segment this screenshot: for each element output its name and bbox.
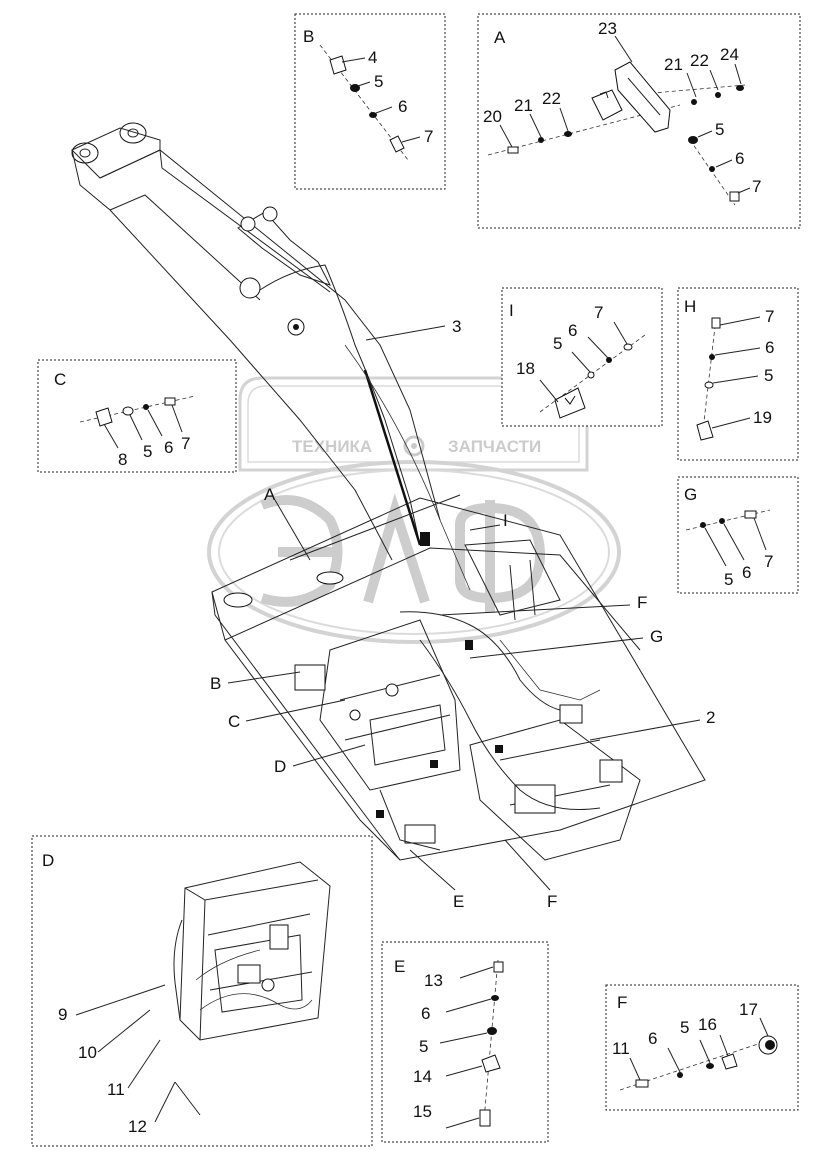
box-A-label-23: 23 — [598, 19, 617, 38]
box-A-label-21-left: 21 — [514, 96, 533, 115]
detail-box-B: B 4 5 6 7 — [294, 13, 446, 190]
box-E-title: E — [394, 957, 405, 976]
box-A-label-21-right: 21 — [664, 55, 683, 74]
box-G-label-5: 5 — [724, 570, 733, 589]
box-H-label-7: 7 — [765, 307, 774, 326]
watermark-left-text: ТЕХНИКА — [292, 437, 372, 456]
box-E-label-13: 13 — [424, 971, 443, 990]
box-A-label-22-right: 22 — [690, 51, 709, 70]
box-H-title: H — [684, 297, 696, 316]
callout-F-lower: F — [547, 892, 557, 911]
box-I-title: I — [509, 301, 514, 320]
box-F-label-11: 11 — [612, 1039, 630, 1058]
box-I-label-7: 7 — [594, 303, 603, 322]
box-F-label-5: 5 — [680, 1018, 689, 1037]
upper-frame — [211, 494, 706, 861]
box-C-label-7: 7 — [181, 434, 190, 453]
box-B-label-2: 5 — [374, 72, 383, 91]
callout-E: E — [453, 892, 464, 911]
callout-D: D — [274, 757, 286, 776]
detail-box-D: D 9 10 11 12 — [31, 835, 373, 1147]
box-H-label-19: 19 — [753, 408, 772, 427]
box-B-label-4: 7 — [424, 127, 433, 146]
box-H-label-5: 5 — [764, 366, 773, 385]
detail-box-H: H 7 6 5 19 — [677, 287, 799, 461]
detail-box-F: F 11 6 5 16 17 — [605, 984, 799, 1111]
main-callouts: 3 A I F G B C D 2 E F — [210, 317, 715, 911]
box-B-label-1: 4 — [368, 48, 377, 67]
box-D-label-12: 12 — [128, 1117, 147, 1136]
detail-box-G: G 5 6 7 — [677, 476, 799, 594]
box-A-label-20: 20 — [483, 107, 502, 126]
detail-box-A: A 23 21 22 24 20 21 22 5 — [477, 13, 801, 229]
box-F-title: F — [617, 993, 627, 1012]
callout-F-upper: F — [637, 593, 647, 612]
detail-box-I: I 7 5 6 18 — [501, 287, 663, 427]
box-A-label-5: 5 — [715, 120, 724, 139]
box-E-label-6: 6 — [421, 1004, 430, 1023]
box-G-label-6: 6 — [742, 563, 751, 582]
box-B-title: B — [303, 27, 314, 46]
box-D-title: D — [42, 851, 54, 870]
box-A-title: A — [494, 28, 506, 47]
box-C-label-6: 6 — [164, 438, 173, 457]
box-I-label-6: 6 — [568, 321, 577, 340]
detail-box-C: C 8 5 6 7 — [37, 359, 237, 473]
box-A-label-6: 6 — [735, 149, 744, 168]
detail-box-E: E 13 6 5 14 15 — [381, 941, 549, 1143]
box-A-label-22-left: 22 — [542, 89, 561, 108]
box-I-label-18: 18 — [516, 359, 535, 378]
box-B-label-3: 6 — [398, 97, 407, 116]
box-G-label-7: 7 — [764, 552, 773, 571]
boom-arm — [71, 122, 471, 591]
box-F-label-17: 17 — [739, 1000, 758, 1019]
box-C-title: C — [54, 370, 66, 389]
box-I-label-5: 5 — [553, 334, 562, 353]
box-F-label-16: 16 — [698, 1015, 717, 1034]
box-A-label-24: 24 — [720, 45, 739, 64]
callout-2: 2 — [706, 708, 715, 727]
watermark-logo-oval — [207, 460, 621, 644]
gear-icon — [403, 435, 425, 457]
callout-C: C — [228, 712, 240, 731]
box-G-title: G — [684, 485, 697, 504]
box-D-label-9: 9 — [58, 1005, 67, 1024]
box-F-label-6: 6 — [648, 1029, 657, 1048]
box-H-label-6: 6 — [765, 338, 774, 357]
callout-A: A — [264, 485, 276, 504]
box-E-label-15: 15 — [413, 1102, 432, 1121]
watermark-right-text: ЗАПЧАСТИ — [448, 437, 541, 456]
box-E-label-14: 14 — [413, 1067, 432, 1086]
box-E-label-5: 5 — [419, 1037, 428, 1056]
callout-G: G — [650, 627, 663, 646]
callout-3: 3 — [452, 317, 461, 336]
callout-B: B — [210, 674, 221, 693]
box-C-label-5: 5 — [143, 442, 152, 461]
box-A-label-7: 7 — [752, 177, 761, 196]
callout-I: I — [503, 511, 508, 530]
box-D-label-11: 11 — [107, 1080, 125, 1099]
box-C-label-8: 8 — [118, 450, 127, 469]
box-D-label-10: 10 — [78, 1043, 97, 1062]
